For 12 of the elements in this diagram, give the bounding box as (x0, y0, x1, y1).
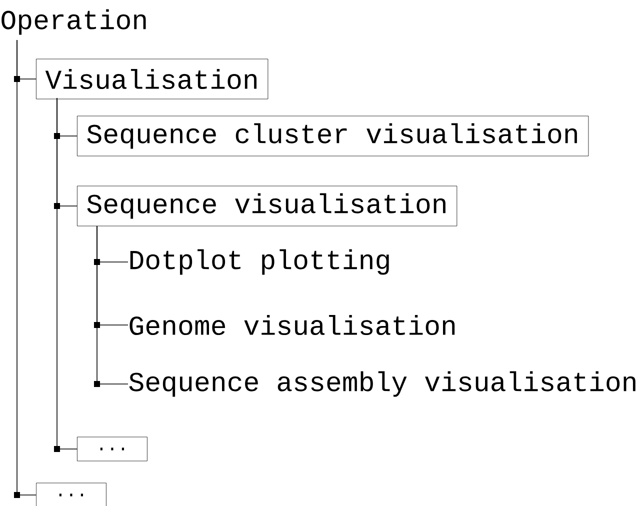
operation-label: Operation (2, 9, 146, 35)
operation-box: Visualisation (36, 58, 268, 100)
operation-box: Sequence cluster visualisation (77, 116, 589, 156)
operation-box: ... (77, 436, 148, 462)
operation-label: Sequence assembly visualisation (129, 371, 636, 397)
operation-box: Sequence visualisation (77, 186, 458, 226)
tree-connector (54, 98, 78, 452)
tree-connector (14, 40, 36, 498)
tree-connector (94, 226, 128, 387)
operation-label: Dotplot plotting (130, 249, 389, 275)
operation-box: ... (36, 482, 106, 506)
operation-label: Genome visualisation (130, 314, 455, 336)
